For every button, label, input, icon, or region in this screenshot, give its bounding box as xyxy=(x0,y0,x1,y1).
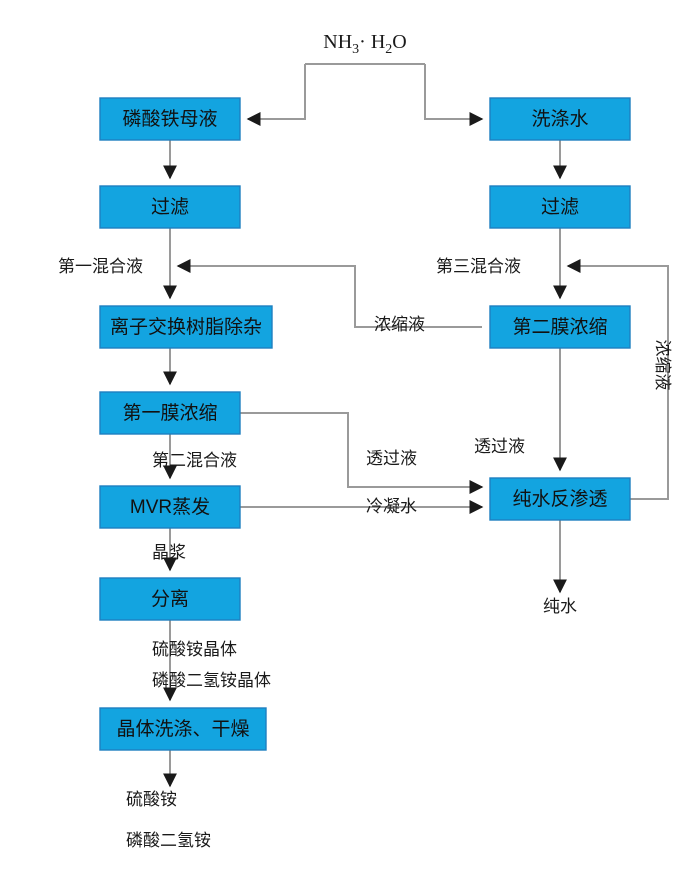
label-permeate-left: 透过液 xyxy=(366,449,417,468)
box-wash-water[interactable]: 洗涤水 xyxy=(489,97,631,141)
connectors xyxy=(163,63,669,788)
label-mix2: 第二混合液 xyxy=(152,451,237,470)
box-filter-left[interactable]: 过滤 xyxy=(99,185,241,229)
box-pure-ro[interactable]: 纯水反渗透 xyxy=(489,477,631,521)
label-map: 磷酸二氢铵 xyxy=(126,831,211,850)
box-label: 第二膜浓缩 xyxy=(512,316,607,338)
box-label: 纯水反渗透 xyxy=(512,488,607,510)
nh3-h2o-label: NH3· H2O xyxy=(323,31,406,57)
label-amm-sulf-cryst: 硫酸铵晶体 xyxy=(152,640,237,659)
box-label: MVR蒸发 xyxy=(130,496,210,518)
edge-nh3-to-fe xyxy=(246,64,306,126)
box-label: 第一膜浓缩 xyxy=(122,402,217,424)
box-label: 离子交换树脂除杂 xyxy=(110,316,262,338)
label-slurry: 晶浆 xyxy=(152,543,186,562)
edge-conc-to-mix1 xyxy=(176,259,482,328)
process-boxes: 磷酸铁母液 洗涤水 过滤 过滤 离子交换树脂除杂 第二膜浓缩 xyxy=(99,97,631,751)
label-mix1: 第一混合液 xyxy=(58,257,143,276)
box-membrane1[interactable]: 第一膜浓缩 xyxy=(99,391,241,435)
box-filter-right[interactable]: 过滤 xyxy=(489,185,631,229)
box-label: 过滤 xyxy=(541,196,579,218)
box-label: 磷酸铁母液 xyxy=(122,108,217,130)
edge-nh3-to-wash xyxy=(424,64,484,126)
label-condensate: 冷凝水 xyxy=(366,497,417,516)
label-permeate-mid: 透过液 xyxy=(474,437,525,456)
label-amm-sulf: 硫酸铵 xyxy=(126,790,177,809)
label-concentrate-left: 浓缩液 xyxy=(374,315,425,334)
box-ion-resin[interactable]: 离子交换树脂除杂 xyxy=(99,305,273,349)
edge-ro-conc-to-mix3 xyxy=(566,259,669,500)
edge-mem1-permeate-to-ro xyxy=(240,412,484,494)
box-cryst-dry[interactable]: 晶体洗涤、干燥 xyxy=(99,707,267,751)
box-membrane2[interactable]: 第二膜浓缩 xyxy=(489,305,631,349)
box-mvr[interactable]: MVR蒸发 xyxy=(99,485,241,529)
label-map-cryst: 磷酸二氢铵晶体 xyxy=(152,671,271,690)
box-label: 洗涤水 xyxy=(531,108,588,130)
box-label: 过滤 xyxy=(151,196,189,218)
box-label: 晶体洗涤、干燥 xyxy=(116,718,249,740)
label-mix3: 第三混合液 xyxy=(436,257,521,276)
box-label: 分离 xyxy=(151,588,189,610)
edge-labels: 第一混合液 第三混合液 浓缩液 透过液 透过液 第二混合液 冷凝水 晶浆 硫酸铵… xyxy=(58,257,672,850)
box-fe-mother[interactable]: 磷酸铁母液 xyxy=(99,97,241,141)
label-concentrate-right: 浓缩液 xyxy=(653,340,672,391)
label-pure-water: 纯水 xyxy=(543,597,577,616)
box-separation[interactable]: 分离 xyxy=(99,577,241,621)
